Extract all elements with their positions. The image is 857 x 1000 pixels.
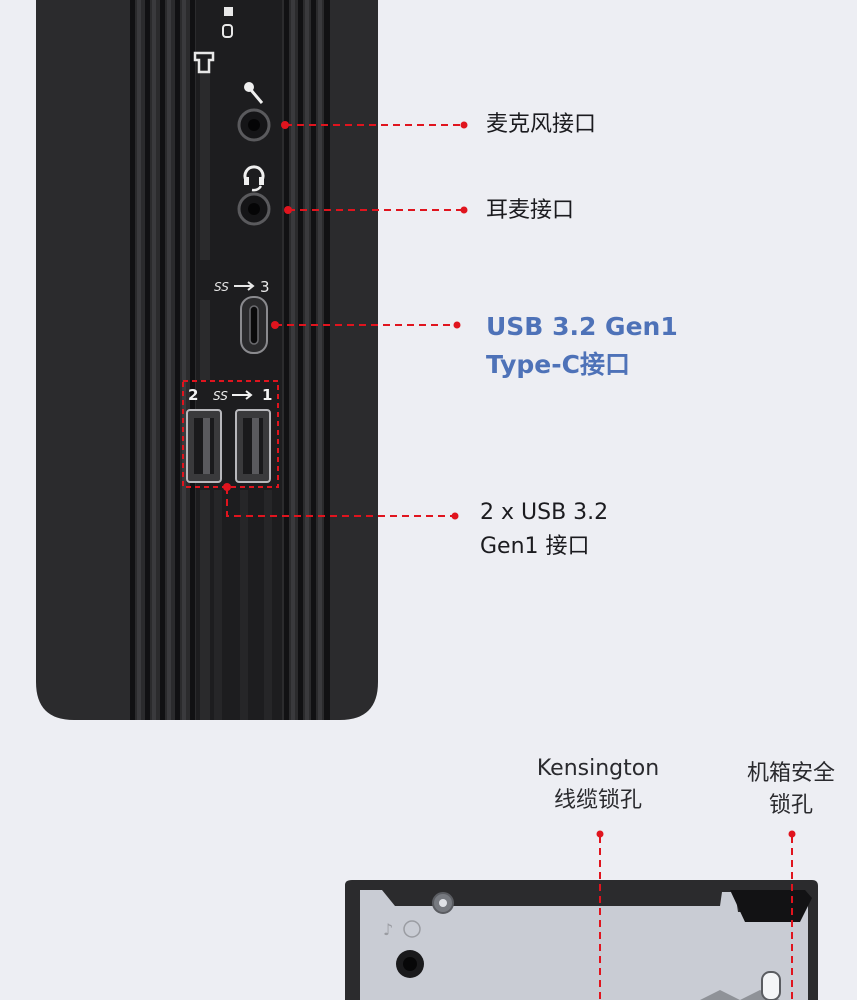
microphone-jack-label: 麦克风接口 bbox=[486, 112, 597, 137]
microphone-icon bbox=[244, 82, 264, 104]
kensington-lock-label-line2: 线缆锁孔 bbox=[553, 788, 642, 813]
desktop-front-panel bbox=[36, 0, 378, 720]
kensington-lock-label: Kensington 线缆锁孔 bbox=[510, 753, 686, 817]
chassis-lock-label-line2: 锁孔 bbox=[768, 793, 813, 818]
desktop-rear-panel bbox=[345, 880, 818, 1000]
power-button-icon[interactable] bbox=[193, 51, 215, 74]
port-number-usbc: 3 bbox=[260, 278, 270, 296]
usb-a-port-left[interactable] bbox=[186, 409, 222, 483]
usb-superspeed-icon: SS bbox=[214, 280, 255, 294]
usb-a-label-line2: Gen1 接口 bbox=[480, 534, 590, 559]
headset-jack-label: 耳麦接口 bbox=[486, 198, 575, 223]
callout-dots-front bbox=[223, 121, 468, 520]
port-number-usba-right: 1 bbox=[262, 386, 272, 404]
headset-jack[interactable] bbox=[237, 192, 271, 226]
usb-c-label-line2: Type-C接口 bbox=[486, 350, 630, 379]
rear-audio-jack[interactable] bbox=[396, 950, 424, 978]
usb-c-port[interactable] bbox=[240, 296, 268, 354]
usb-c-label-line1: USB 3.2 Gen1 bbox=[486, 312, 678, 341]
usb-a-callout-box bbox=[182, 380, 279, 488]
callout-dots-rear bbox=[596, 830, 796, 838]
port-number-usba-left: 2 bbox=[188, 386, 198, 404]
chassis-lock-slot[interactable] bbox=[761, 971, 781, 1000]
svg-text:SS: SS bbox=[214, 280, 229, 294]
usb-c-label: USB 3.2 Gen1 Type-C接口 bbox=[486, 308, 678, 384]
microphone-jack[interactable] bbox=[237, 108, 271, 142]
chassis-lock-label: 机箱安全 锁孔 bbox=[728, 758, 854, 822]
callout-lines-rear bbox=[599, 836, 793, 1000]
usb-a-label: 2 x USB 3.2 Gen1 接口 bbox=[480, 496, 608, 564]
kensington-lock-label-line1: Kensington bbox=[536, 756, 660, 781]
chassis-lock-label-line1: 机箱安全 bbox=[746, 761, 835, 786]
svg-text:♪: ♪ bbox=[383, 920, 393, 939]
audio-port-icon: ♪ bbox=[383, 920, 421, 939]
storage-indicator-icon bbox=[222, 7, 233, 38]
usb-a-label-line1: 2 x USB 3.2 bbox=[480, 500, 609, 525]
headset-icon bbox=[243, 165, 265, 192]
callout-lines-front bbox=[226, 124, 462, 517]
svg-text:SS: SS bbox=[213, 389, 228, 403]
usb-superspeed-icon: SS bbox=[213, 389, 253, 403]
usb-a-port-right[interactable] bbox=[235, 409, 271, 483]
screw-icon bbox=[432, 892, 454, 914]
